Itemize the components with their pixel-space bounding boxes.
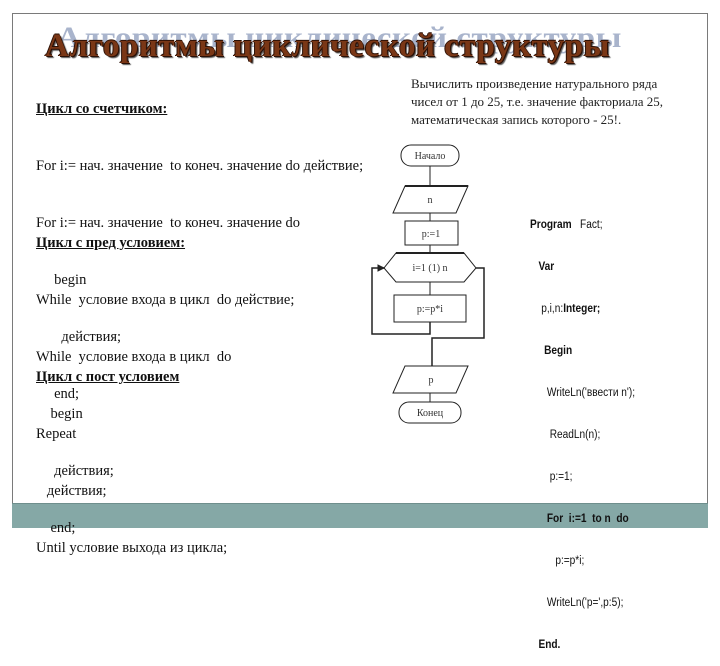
section-counter-loop: Цикл со счетчиком: For i:= нач. значение… bbox=[36, 62, 363, 423]
flowchart-end bbox=[398, 401, 462, 424]
program-line: For i:=1 to n do bbox=[546, 513, 629, 525]
program-line: Begin bbox=[544, 345, 573, 357]
code-line: begin bbox=[36, 272, 87, 288]
program-line: p:=1; bbox=[549, 471, 573, 483]
flowchart-loop-label: i=1 (1) n bbox=[412, 263, 447, 274]
code-line: Repeat bbox=[36, 426, 77, 442]
program-line: Program Fact; bbox=[530, 219, 603, 231]
section-heading: Цикл с пост условием bbox=[36, 369, 180, 385]
flowchart-init bbox=[404, 220, 459, 246]
flowchart-body-label: p:=p*i bbox=[417, 304, 443, 315]
program-line: End. bbox=[538, 639, 561, 651]
program-line: WriteLn('ввести n'); bbox=[546, 387, 636, 399]
program-line: p,i,n:Integer; bbox=[541, 303, 601, 315]
slide-title: Алгоритмы циклической структуры bbox=[45, 28, 610, 64]
program-line: ReadLn(n); bbox=[549, 429, 601, 441]
code-line: For i:= нач. значение to конеч. значение… bbox=[36, 215, 301, 231]
code-line: end; bbox=[36, 520, 76, 536]
pascal-program: Program Fact; Var p,i,n:Integer; Begin W… bbox=[530, 190, 635, 666]
flowchart-input-label: n bbox=[428, 195, 433, 206]
program-line: p:=p*i; bbox=[555, 555, 585, 567]
program-line: WriteLn('p=',p:5); bbox=[546, 597, 624, 609]
slide-bottom-band bbox=[12, 503, 708, 528]
slide-title-shadow: Алгоритмы циклической структуры bbox=[57, 21, 622, 55]
section-heading: Цикл со счетчиком: bbox=[36, 101, 168, 117]
flowchart-end-label: Конец bbox=[417, 408, 444, 419]
code-line: Until условие выхода из цикла; bbox=[36, 540, 228, 556]
flowchart-output-label: p bbox=[429, 375, 434, 386]
task-description: Вычислить произведение натурального ряда… bbox=[411, 76, 664, 127]
code-line: begin bbox=[36, 406, 83, 422]
flowchart-diagram: Начало n p:=1 i=1 (1) n p:=p*i p Конец bbox=[371, 144, 485, 424]
program-line: Var bbox=[538, 261, 555, 273]
code-line: действия; bbox=[36, 483, 107, 499]
section-heading: Цикл с пред условием: bbox=[36, 235, 186, 251]
flowchart-output bbox=[392, 365, 469, 394]
code-line: While условие входа в цикл do действие; bbox=[36, 292, 295, 308]
code-line: действия; bbox=[36, 463, 114, 479]
code-line: end; bbox=[36, 386, 80, 402]
flowchart-init-label: p:=1 bbox=[422, 229, 440, 240]
section-precondition-loop: Цикл с пред условием: While условие вход… bbox=[36, 196, 294, 557]
flowchart-start-label: Начало bbox=[415, 151, 446, 162]
slide-frame bbox=[12, 13, 708, 528]
code-line: While условие входа в цикл do bbox=[36, 349, 232, 365]
code-line: действия; bbox=[36, 329, 122, 345]
code-line: For i:= нач. значение to конеч. значение… bbox=[36, 158, 364, 174]
